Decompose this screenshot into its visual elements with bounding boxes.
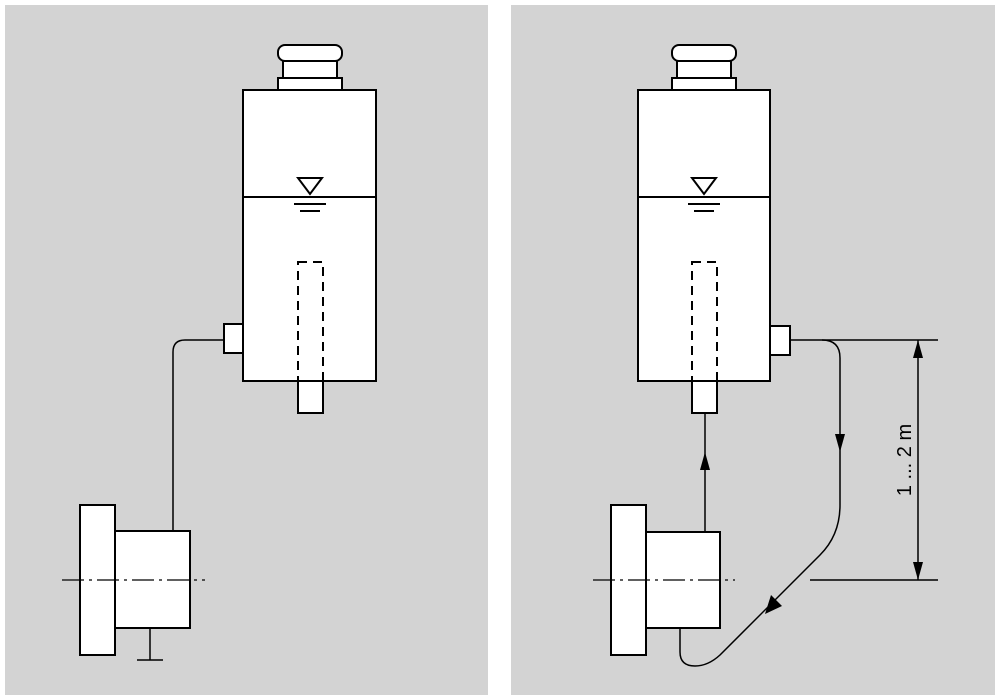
right-side-port	[769, 325, 791, 356]
dimension-arrow-top	[913, 340, 923, 358]
right-outlet-pipe	[691, 380, 718, 414]
right-tank-body	[637, 89, 771, 382]
right-liquid-level-symbol	[688, 177, 720, 212]
left-pump	[62, 504, 205, 661]
left-filler-cap-base	[277, 77, 343, 91]
right-pump	[593, 504, 735, 656]
right-filler-cap-top	[671, 44, 737, 62]
left-outlet-pipe	[297, 380, 324, 414]
left-filler-cap-top	[277, 44, 343, 62]
left-panel	[5, 5, 488, 695]
left-filler-cap-neck	[282, 60, 338, 79]
right-supply-flow-arrow	[700, 452, 710, 470]
right-return-line	[679, 339, 841, 667]
left-ground-symbol	[137, 628, 163, 661]
left-reservoir	[223, 44, 377, 414]
left-tank-body	[242, 89, 377, 382]
right-reservoir	[637, 44, 791, 414]
left-side-port	[223, 323, 244, 354]
right-return-flow-arrow-2	[765, 595, 782, 614]
left-liquid-level-symbol	[294, 177, 326, 212]
left-connecting-line	[172, 339, 224, 531]
dimension-label: 1 ... 2 m	[894, 424, 916, 496]
right-return-flow-arrow-1	[835, 434, 845, 452]
height-dimension: 1 ... 2 m	[810, 339, 938, 581]
right-filler-cap-neck	[676, 60, 732, 79]
right-panel: 1 ... 2 m	[511, 5, 995, 695]
right-filler-cap-base	[671, 77, 737, 91]
dimension-arrow-bottom	[913, 562, 923, 580]
